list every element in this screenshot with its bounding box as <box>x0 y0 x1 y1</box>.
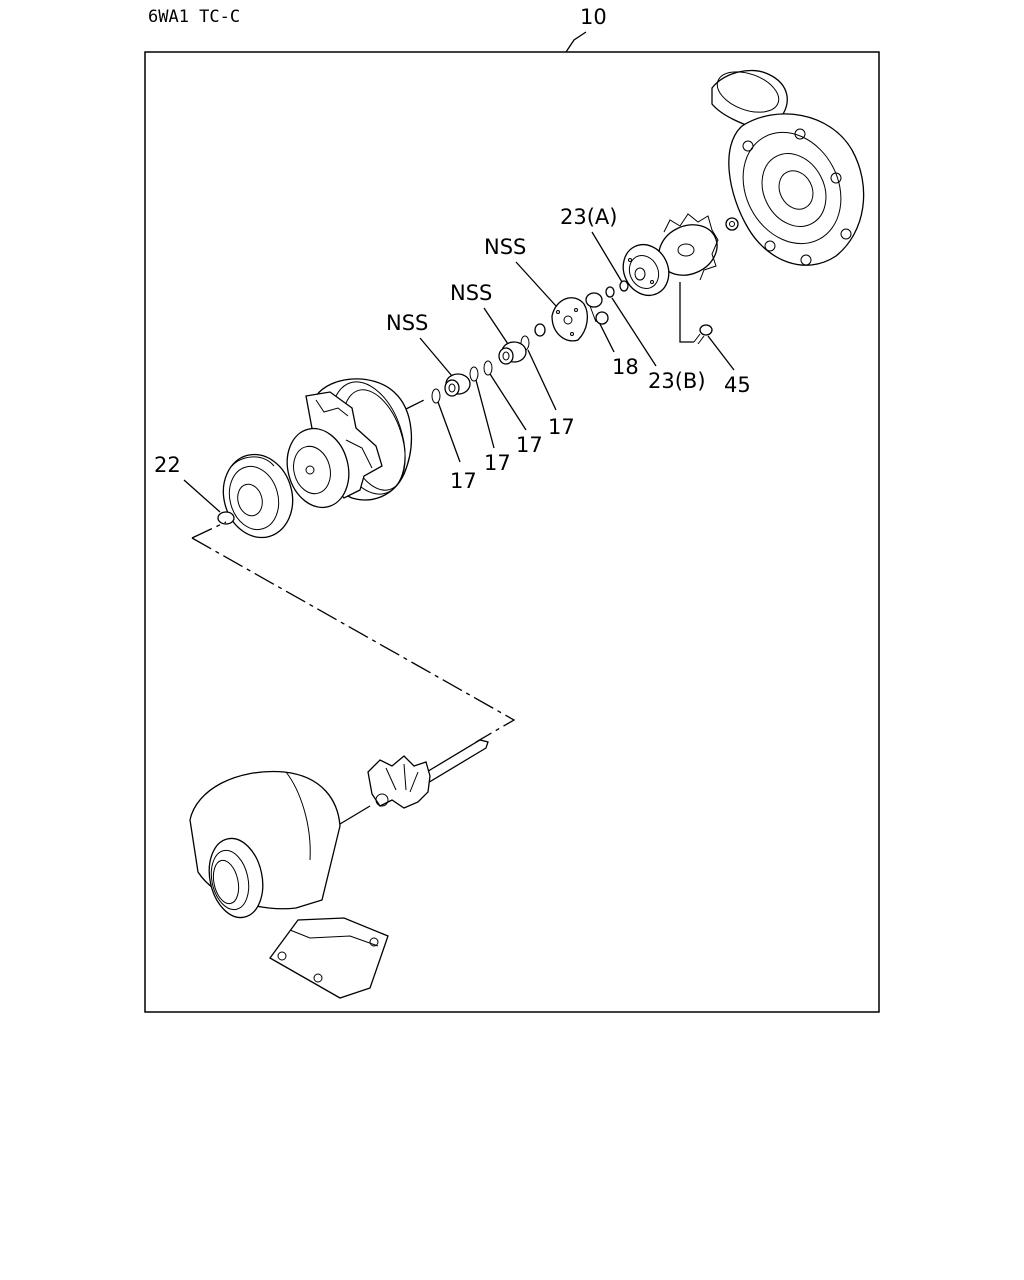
seal-ring-23a <box>619 280 629 292</box>
turbine-axis-link <box>339 805 371 825</box>
leader-17-mid-lower <box>475 379 495 449</box>
turbine-housing <box>189 770 389 999</box>
callout-17-lower: 17 <box>450 469 477 493</box>
callout-nss-lower: NSS <box>386 311 428 335</box>
retaining-ring-lower <box>431 388 441 404</box>
callout-17-mid-upper: 17 <box>516 433 543 457</box>
leader-17-mid-upper <box>489 373 527 431</box>
callout-18: 18 <box>612 355 639 379</box>
heat-shield <box>222 453 294 539</box>
journal-bearing-lower <box>444 373 471 397</box>
bolt-45 <box>693 324 713 345</box>
leader-17-lower <box>437 401 461 463</box>
axis-line-upper <box>403 399 425 411</box>
leader-nss-plate <box>515 261 557 307</box>
leader-18 <box>599 323 615 353</box>
piston-ring-22 <box>217 511 235 525</box>
leader-45 <box>707 335 735 371</box>
leader-22 <box>183 479 221 513</box>
diagram-frame <box>144 51 880 1013</box>
leader-nss-lower <box>419 337 453 377</box>
callout-17-upper: 17 <box>548 415 575 439</box>
retaining-ring-mid-upper <box>483 360 493 376</box>
compressor-wheel <box>658 213 719 281</box>
leader-23b <box>611 297 657 367</box>
leader-17-upper <box>527 349 557 411</box>
bearing-housing <box>286 378 413 509</box>
assembly-ref-number: 10 <box>580 5 607 29</box>
callout-nss-plate: NSS <box>484 235 526 259</box>
callout-17-mid-lower: 17 <box>484 451 511 475</box>
compressor-housing <box>711 69 865 266</box>
leader-23a <box>591 231 623 283</box>
bolt-leader <box>679 282 694 343</box>
callout-45: 45 <box>724 373 751 397</box>
seal-ring-23b <box>605 286 615 298</box>
thrust-washer <box>534 323 546 337</box>
diagram-code: 6WA1 TC-C <box>148 7 240 27</box>
callout-23b: 23(B) <box>648 369 706 393</box>
callout-nss-upper: NSS <box>450 281 492 305</box>
axis-line-short <box>191 521 227 539</box>
leader-nss-upper <box>483 307 509 345</box>
back-plate <box>622 244 670 296</box>
callout-22: 22 <box>154 453 181 477</box>
thrust-bearing-plate <box>551 297 589 342</box>
turbine-shaft-wheel <box>367 739 489 809</box>
housing-nut <box>725 217 739 231</box>
journal-bearing-upper <box>498 341 527 365</box>
axis-line-long <box>191 537 516 743</box>
thrust-sleeve <box>585 292 609 325</box>
assembly-ref-leader <box>565 31 587 53</box>
retaining-ring-mid-lower <box>469 366 479 382</box>
callout-23a: 23(A) <box>560 205 617 229</box>
